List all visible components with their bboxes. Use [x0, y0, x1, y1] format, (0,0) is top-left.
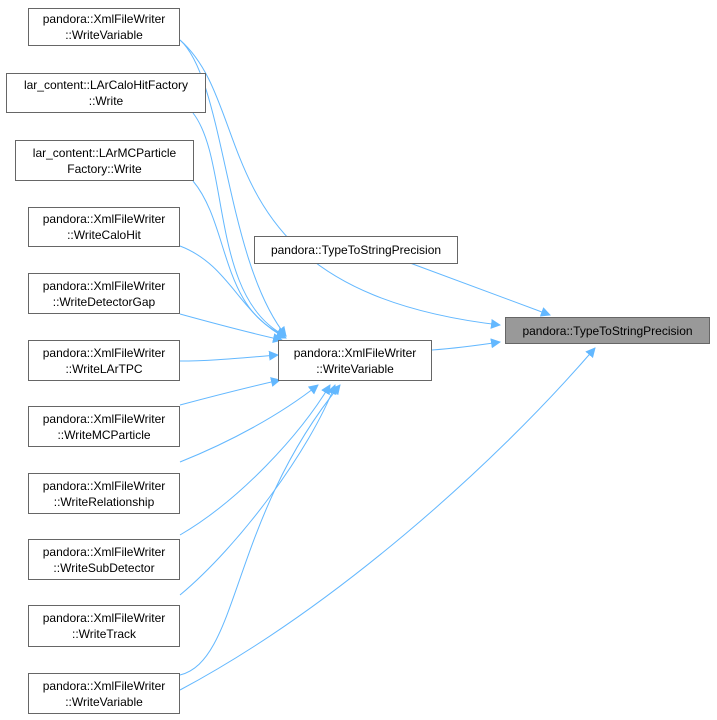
node-writesubdetector[interactable]: pandora::XmlFileWriter ::WriteSubDetecto…: [28, 539, 180, 580]
node-label-line2: ::WriteLArTPC: [65, 361, 143, 376]
node-label-line2: ::WriteTrack: [71, 627, 136, 641]
node-label-line2: ::WriteSubDetector: [53, 560, 155, 575]
node-writerelationship[interactable]: pandora::XmlFileWriter ::WriteRelationsh…: [28, 473, 180, 514]
edge-writerelationship-to-writevariable: [179, 384, 319, 463]
node-label-line2: Factory::Write: [67, 161, 142, 176]
edge-writevariable-top-to-writevariable: [179, 39, 287, 337]
edge-writevariable-bottom-to-writevariable: [179, 384, 341, 676]
node-label-line1: pandora::XmlFileWriter: [42, 212, 166, 226]
node-mcparticlefactory-write[interactable]: lar_content::LArMCParticle Factory::Writ…: [15, 140, 194, 181]
node-label-line1: pandora::XmlFileWriter: [42, 12, 166, 26]
node-label-line1: pandora::XmlFileWriter: [42, 678, 166, 693]
edge-writevariable-bottom-to-focus: [179, 347, 596, 691]
node-label-line2: ::WriteRelationship: [53, 494, 155, 509]
edge-writelartpc-to-writevariable: [179, 350, 279, 362]
node-label-line1: pandora::XmlFileWriter: [293, 345, 417, 360]
edge-writetrack-to-writevariable: [179, 384, 337, 596]
edge-writevariable-to-focus: [431, 338, 501, 351]
node-label-line2: ::WriteCaloHit: [67, 228, 141, 242]
node-typetostringprecision[interactable]: pandora::TypeToStringPrecision: [254, 236, 458, 264]
node-label-line2: ::Write: [88, 94, 124, 108]
node-writecalohit[interactable]: pandora::XmlFileWriter ::WriteCaloHit: [28, 207, 180, 247]
node-writelartpc[interactable]: pandora::XmlFileWriter ::WriteLArTPC: [28, 340, 180, 381]
edge-calohitfactory-to-writevariable: [192, 112, 287, 337]
node-label-line1: pandora::XmlFileWriter: [42, 278, 166, 293]
node-label-line1: pandora::TypeToStringPrecision: [270, 243, 442, 257]
node-label-line1: pandora::XmlFileWriter: [42, 345, 166, 360]
edge-writedetectorgap-to-writevariable: [179, 313, 283, 343]
node-label-line1: pandora::TypeToStringPrecision: [522, 323, 693, 338]
node-label-line1: lar_content::LArMCParticle: [32, 145, 177, 160]
node-label-line1: pandora::XmlFileWriter: [42, 478, 166, 493]
node-writetrack[interactable]: pandora::XmlFileWriter ::WriteTrack: [28, 605, 180, 647]
edge-writecalohit-to-writevariable: [179, 245, 287, 339]
node-label-line1: pandora::XmlFileWriter: [42, 411, 166, 426]
node-writedetectorgap[interactable]: pandora::XmlFileWriter ::WriteDetectorGa…: [28, 273, 180, 314]
node-label-line1: lar_content::LArCaloHitFactory: [23, 78, 189, 92]
node-writevariable-bottom[interactable]: pandora::XmlFileWriter ::WriteVariable: [28, 673, 180, 714]
node-label-line2: ::WriteVariable: [316, 361, 394, 376]
node-calohitfactory-write[interactable]: lar_content::LArCaloHitFactory ::Write: [6, 73, 206, 113]
node-label-line1: pandora::XmlFileWriter: [42, 611, 166, 625]
edge-typetostring-to-focus: [409, 262, 551, 317]
node-label-line2: ::WriteVariable: [65, 694, 143, 709]
node-label-line2: ::WriteDetectorGap: [52, 294, 156, 309]
edge-writemcparticle-to-writevariable: [179, 377, 281, 406]
node-label-line1: pandora::XmlFileWriter: [42, 544, 166, 559]
node-typetostringprecision-focus: pandora::TypeToStringPrecision: [505, 317, 710, 344]
node-writevariable-top[interactable]: pandora::XmlFileWriter ::WriteVariable: [28, 8, 180, 46]
node-writemcparticle[interactable]: pandora::XmlFileWriter ::WriteMCParticle: [28, 406, 180, 447]
node-label-line2: ::WriteVariable: [65, 28, 143, 42]
node-label-line2: ::WriteMCParticle: [57, 427, 151, 442]
edge-writesubdetector-to-writevariable: [179, 384, 331, 536]
edge-writevariable-top-to-focus: [179, 39, 501, 329]
node-writevariable-middle[interactable]: pandora::XmlFileWriter ::WriteVariable: [278, 340, 432, 381]
